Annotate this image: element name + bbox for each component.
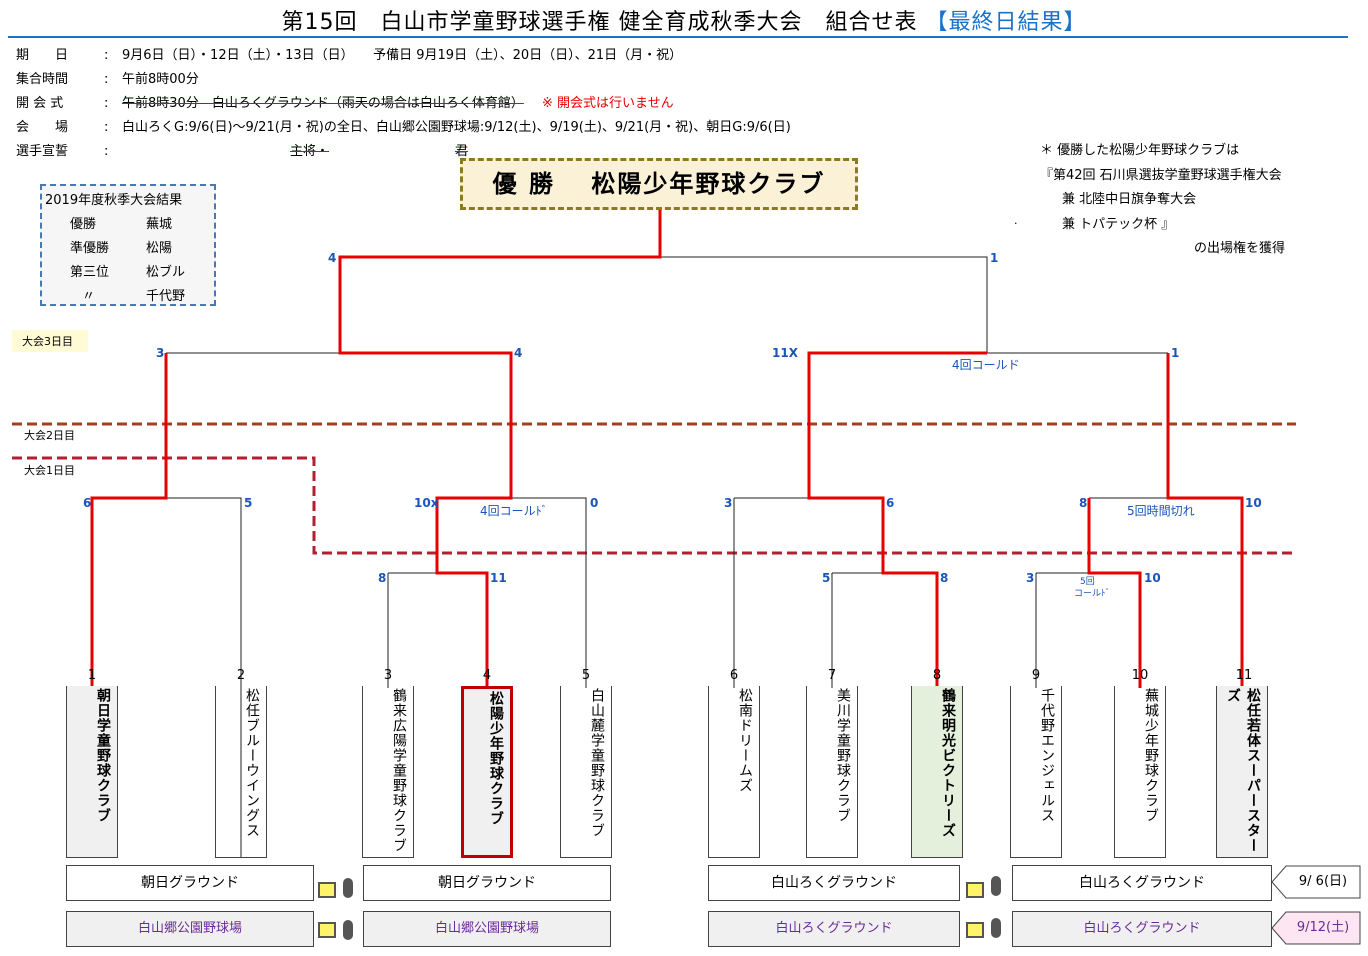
ground-icon bbox=[966, 922, 984, 938]
ground-cell: 白山ろくグラウンド bbox=[1012, 911, 1272, 947]
team-number: 8 bbox=[932, 668, 942, 683]
mic-icon bbox=[991, 876, 1001, 896]
team-box: 松任ブルーウイングス bbox=[215, 686, 267, 858]
previous-result-row: 第三位松ブル bbox=[70, 265, 186, 280]
team-box: 美川学童野球クラブ bbox=[806, 686, 858, 858]
team-number: 7 bbox=[827, 668, 837, 683]
score-final-left: 4 bbox=[328, 251, 337, 265]
ground-cell: 白山ろくグラウンド bbox=[1012, 865, 1272, 901]
score-r1b-left: 5 bbox=[822, 571, 831, 585]
team-number: 5 bbox=[581, 668, 591, 683]
score-q4-left: 8 bbox=[1079, 496, 1088, 510]
mic-icon bbox=[343, 920, 353, 940]
info-assembly: 集合時間:午前8時00分 bbox=[16, 72, 199, 87]
score-q4-right: 10 bbox=[1245, 496, 1262, 510]
team-number: 2 bbox=[236, 668, 246, 683]
previous-result-row: 準優勝松陽 bbox=[70, 241, 173, 256]
day3-label: 大会3日目 bbox=[12, 330, 88, 352]
title-rule bbox=[8, 36, 1348, 38]
team-number: 6 bbox=[729, 668, 739, 683]
team-box: 鶴来明光ビクトリーズ bbox=[911, 686, 963, 858]
previous-result-row: 〃千代野 bbox=[82, 289, 186, 304]
team-box: 松南ドリームズ bbox=[708, 686, 760, 858]
team-box-champion: 松陽少年野球クラブ bbox=[461, 686, 513, 858]
info-oath: 選手宣誓:主将・君 bbox=[16, 144, 469, 159]
ground-cell: 朝日グラウンド bbox=[363, 865, 611, 901]
score-semi1-left: 3 bbox=[156, 346, 165, 360]
score-semi1-right: 4 bbox=[514, 346, 523, 360]
score-r1a-right: 11 bbox=[490, 571, 507, 585]
ground-cell: 白山郷公園野球場 bbox=[363, 911, 611, 947]
ground-cell: 白山ろくグラウンド bbox=[708, 865, 960, 901]
score-q2-right: 0 bbox=[590, 496, 599, 510]
score-q3-right: 6 bbox=[886, 496, 895, 510]
team-number: 3 bbox=[383, 668, 393, 683]
date-tag-2: 9/12(土) bbox=[1296, 920, 1350, 935]
ground-cell: 朝日グラウンド bbox=[66, 865, 314, 901]
q2-note: 4回コールﾄﾞ bbox=[480, 504, 548, 518]
ground-icon bbox=[318, 922, 336, 938]
note-dot: . bbox=[1014, 214, 1018, 227]
day1-label: 大会1日目 bbox=[24, 464, 75, 477]
mic-icon bbox=[991, 918, 1001, 938]
team-number: 4 bbox=[482, 668, 492, 683]
previous-result-row: 優勝蕪城 bbox=[70, 217, 173, 232]
date-arrows bbox=[1272, 865, 1361, 945]
team-number: 1 bbox=[87, 668, 97, 683]
score-r1c-left: 3 bbox=[1026, 571, 1035, 585]
team-box: 鶴来広陽学童野球クラブ bbox=[362, 686, 414, 858]
score-r1b-right: 8 bbox=[940, 571, 949, 585]
champion-banner: 優 勝 松陽少年野球クラブ bbox=[460, 158, 858, 210]
team-box: 蕪城少年野球クラブ bbox=[1114, 686, 1166, 858]
team-box: 朝日学童野球クラブ bbox=[66, 686, 118, 858]
ground-icon bbox=[966, 882, 984, 898]
team-box: 松任若体スーパースターズ bbox=[1216, 686, 1268, 858]
r1c-note2: コールﾄﾞ bbox=[1074, 589, 1111, 599]
score-r1c-right: 10 bbox=[1144, 571, 1161, 585]
q4-note: 5回時間切れ bbox=[1127, 504, 1195, 518]
team-box: 白山麓学童野球クラブ bbox=[560, 686, 612, 858]
team-number: 11 bbox=[1235, 668, 1253, 683]
team-box: 千代野エンジェルス bbox=[1010, 686, 1062, 858]
score-final-right: 1 bbox=[990, 251, 999, 265]
team-number: 9 bbox=[1031, 668, 1041, 683]
score-q1-left: 6 bbox=[83, 496, 92, 510]
day1-separator bbox=[12, 456, 1296, 555]
previous-results-box: 2019年度秋季大会結果 優勝蕪城 準優勝松陽 第三位松ブル 〃千代野 bbox=[40, 184, 216, 306]
mic-icon bbox=[343, 878, 353, 898]
day2-label: 大会2日目 bbox=[24, 429, 75, 442]
score-semi2-right: 1 bbox=[1171, 346, 1180, 360]
date-tag-1: 9/ 6(日) bbox=[1298, 874, 1348, 889]
semi2-note: 4回コールド bbox=[952, 358, 1020, 372]
score-q1-right: 5 bbox=[244, 496, 253, 510]
ground-cell: 白山郷公園野球場 bbox=[66, 911, 314, 947]
info-opening: 開 会 式:午前8時30分 白山ろくグラウンド（雨天の場合は白山ろく体育館） ※… bbox=[16, 96, 674, 111]
ground-icon bbox=[318, 882, 336, 898]
score-semi2-left: 11X bbox=[772, 346, 798, 360]
score-q3-left: 3 bbox=[724, 496, 733, 510]
score-r1a-left: 8 bbox=[378, 571, 387, 585]
info-dates: 期 日:9月6日（日）・12日（土）・13日（日） 予備日 9月19日（土）、2… bbox=[16, 48, 683, 63]
ground-cell: 白山ろくグラウンド bbox=[708, 911, 960, 947]
team-number: 10 bbox=[1131, 668, 1149, 683]
info-venue: 会 場:白山ろくG:9/6(日)〜9/21(月・祝)の全日、白山郷公園野球場:9… bbox=[16, 120, 791, 135]
champion-note: ＊ 優勝した松陽少年野球クラブは 『第42回 石川県選抜学童野球選手権大会 兼 … bbox=[1040, 143, 1286, 256]
score-q2-left: 10x bbox=[414, 496, 439, 510]
page-title: 第15回 白山市学童野球選手権 健全育成秋季大会 組合せ表 【最終日結果】 bbox=[281, 10, 1087, 35]
previous-results-title: 2019年度秋季大会結果 bbox=[45, 193, 183, 208]
r1c-note1: 5回 bbox=[1080, 577, 1095, 587]
